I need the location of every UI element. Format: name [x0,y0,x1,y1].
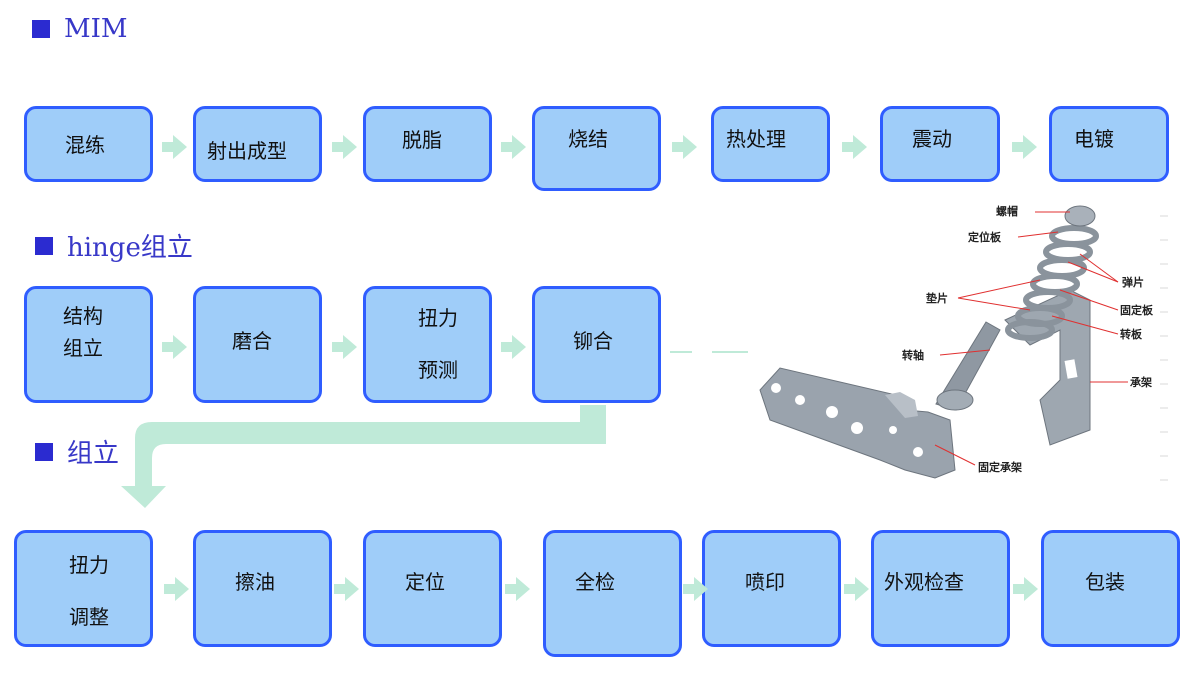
step-label: 扭力 [69,553,109,577]
step-label: 定位 [405,570,445,594]
step-label: 磨合 [232,329,272,353]
flow-arrow-icon [672,135,697,159]
hinge-label-bracket: 承架 [1130,376,1152,389]
step-label: 包装 [1085,570,1125,594]
flow-arrow-icon [844,577,869,601]
flow-arrow-icon [501,135,526,159]
hinge-illustration [759,205,1168,481]
step-box-vibration: 震动 [880,106,1000,182]
hinge-label-locating-plate: 定位板 [968,231,1001,244]
step-label: 电镀 [1074,127,1114,151]
step-label: 全检 [575,570,615,594]
step-label: 扭力 [418,306,458,330]
step-label: 铆合 [573,329,613,353]
flow-arrow-icon [683,577,708,601]
section-header-hinge: hinge组立 [35,227,193,264]
flow-arrow-icon [1012,135,1037,159]
step-label: 结构 [63,304,103,328]
step-box-plating: 电镀 [1049,106,1169,182]
flow-arrow-icon [334,577,359,601]
step-box-oiling: 擦油 [193,530,332,647]
step-label: 热处理 [726,127,786,151]
hinge-label-nut: 螺帽 [996,205,1018,218]
step-label: 烧结 [568,127,608,151]
hinge-label-washer: 垫片 [926,292,948,305]
square-bullet-icon [35,442,53,461]
step-label: 喷印 [745,570,785,594]
step-label: 射出成型 [207,139,287,163]
hinge-label-shaft: 转轴 [902,349,924,362]
section-title: 组立 [67,439,120,469]
step-label: 组立 [63,336,103,360]
hinge-label-rotating-plate: 转板 [1120,328,1142,341]
step-label: 擦油 [235,570,275,594]
flow-arrow-icon [505,577,530,601]
section-header-assembly: 组立 [35,433,119,470]
step-label: 脱脂 [402,128,442,152]
flow-arrow-icon [1013,577,1038,601]
step-label: 混练 [65,133,105,157]
step-box-positioning: 定位 [363,530,502,647]
square-bullet-icon [35,236,53,255]
step-box-visual-inspection: 外观检查 [871,530,1010,647]
step-label: 外观检查 [884,570,964,594]
flow-arrow-icon [164,577,189,601]
flow-arrow-icon [332,135,357,159]
step-label: 预测 [418,358,458,382]
step-box-full-inspection: 全检 [543,530,682,657]
step-box-torque-prediction: 扭力 预测 [363,286,492,403]
step-label: 震动 [912,127,952,151]
step-box-debinding: 脱脂 [363,106,492,182]
step-box-sintering: 烧结 [532,106,661,191]
flow-arrow-icon [501,335,526,359]
square-bullet-icon [32,20,50,38]
step-box-torque-adjust: 扭力 调整 [14,530,153,647]
section-header-mim: MIM [32,14,128,44]
step-box-structure-assembly: 结构 组立 [24,286,153,403]
hinge-label-spring-washer: 弹片 [1122,276,1144,289]
step-box-riveting: 铆合 [532,286,661,403]
step-box-mixing: 混练 [24,106,153,182]
step-box-running-in: 磨合 [193,286,322,403]
step-box-packaging: 包装 [1041,530,1180,647]
return-flow-arrow-icon [121,405,606,508]
flow-arrow-icon [162,335,187,359]
step-box-heat-treatment: 热处理 [711,106,830,182]
flow-arrow-icon [162,135,187,159]
hinge-label-fixed-plate: 固定板 [1120,304,1153,317]
section-title: hinge组立 [67,233,193,263]
step-label: 调整 [69,605,109,629]
flow-arrow-icon [332,335,357,359]
hinge-label-fixed-bracket: 固定承架 [978,461,1022,474]
section-title: MIM [64,14,128,44]
flow-arrow-icon [842,135,867,159]
step-box-injection: 射出成型 [193,106,322,182]
